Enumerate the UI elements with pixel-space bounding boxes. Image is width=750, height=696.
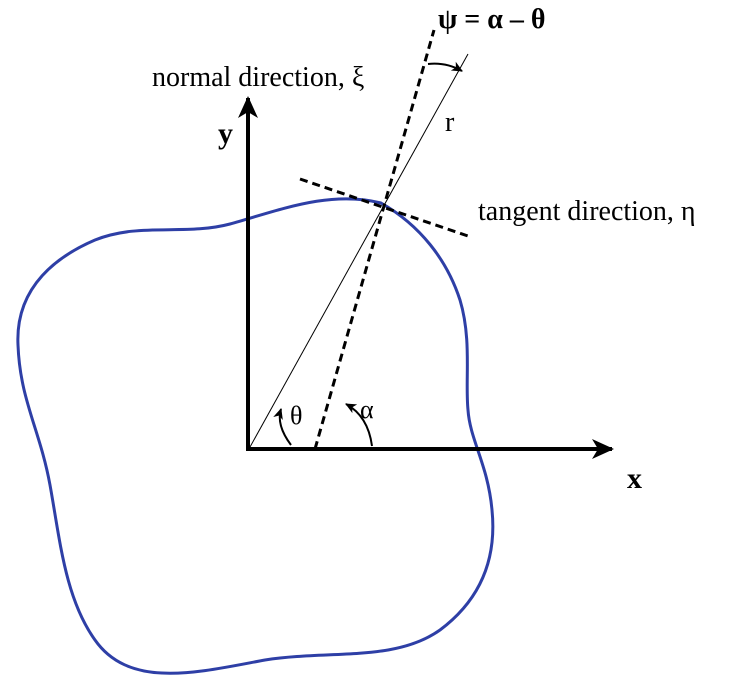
- theta-label: θ: [290, 401, 302, 430]
- y-axis-label: y: [218, 117, 233, 150]
- equation-label: ψ = α – θ: [438, 4, 545, 35]
- r-label: r: [445, 107, 455, 138]
- alpha-label: α: [360, 395, 374, 424]
- interface-curve: [16, 197, 495, 675]
- x-axis-label: x: [627, 462, 642, 495]
- theta-angle-arrow: [273, 408, 292, 446]
- tangent-direction-label: tangent direction, η: [478, 196, 696, 227]
- radius-line: [249, 53, 469, 448]
- tangent-direction-line: [299, 177, 469, 238]
- alpha-angle-arrow: [345, 403, 373, 447]
- normal-direction-label: normal direction, ξ: [152, 62, 364, 93]
- normal-direction-line: [313, 29, 436, 450]
- psi-angle-arrow: [427, 61, 463, 72]
